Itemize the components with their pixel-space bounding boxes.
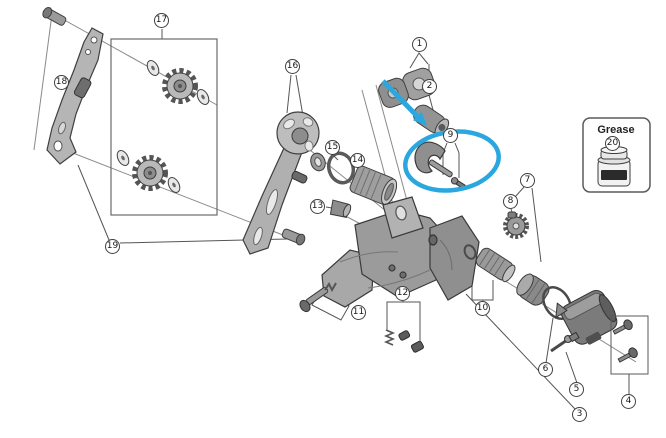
screw-box-frame <box>610 315 649 375</box>
cage-bolt-upper <box>42 6 67 26</box>
cam-unit <box>503 211 529 239</box>
callout-12: 12 <box>395 286 410 301</box>
guide-pulley-set <box>146 60 210 105</box>
leader-lines <box>69 29 630 410</box>
grease-jar-icon <box>597 146 631 187</box>
switch-lever <box>550 331 580 353</box>
callout-18: 18 <box>54 75 69 90</box>
callout-7: 7 <box>520 173 535 188</box>
fixing-screw-a <box>612 319 633 335</box>
adjust-spring <box>324 282 337 293</box>
callout-4: 4 <box>621 394 636 409</box>
callout-15: 15 <box>325 140 340 155</box>
grease-box: Grease <box>582 117 651 193</box>
callout-9: 9 <box>443 128 458 143</box>
callout-2: 2 <box>422 79 437 94</box>
plate-bumper <box>73 77 92 99</box>
core-plug <box>329 199 352 218</box>
callout-10: 10 <box>475 301 490 316</box>
cage-bolt-lower <box>281 228 306 246</box>
callout-17: 17 <box>154 13 169 28</box>
callout-1: 1 <box>412 37 427 52</box>
callout-16: 16 <box>285 59 300 74</box>
main-body <box>321 196 480 308</box>
stopper-hook <box>414 141 453 178</box>
highlight-arrow-shaft <box>381 79 419 118</box>
spring-and-caps <box>383 329 424 353</box>
motor-unit <box>555 289 618 345</box>
grease-label: Grease <box>597 124 634 136</box>
callout-6: 6 <box>538 362 553 377</box>
callout-19: 19 <box>105 239 120 254</box>
callout-20: 20 <box>605 136 620 151</box>
bushing <box>349 165 398 206</box>
inner-plate <box>46 27 104 165</box>
callout-13: 13 <box>310 199 325 214</box>
callout-8: 8 <box>503 194 518 209</box>
highlight-arrow-head <box>412 111 427 126</box>
callout-11: 11 <box>351 305 366 320</box>
callout-14: 14 <box>350 153 365 168</box>
adjust-screw <box>299 282 337 313</box>
outer-plate <box>242 111 320 255</box>
callout-3: 3 <box>572 407 587 422</box>
tension-pulley-set <box>116 150 181 193</box>
spring-barrel <box>475 247 516 283</box>
fixing-screw-b <box>617 347 638 363</box>
ridged-cap <box>516 273 550 306</box>
b-pin <box>291 170 308 184</box>
seal-grommet-hole <box>314 157 322 167</box>
small-o-ring <box>463 244 477 260</box>
pulley-box-frame <box>110 38 218 216</box>
callout-5: 5 <box>569 382 584 397</box>
